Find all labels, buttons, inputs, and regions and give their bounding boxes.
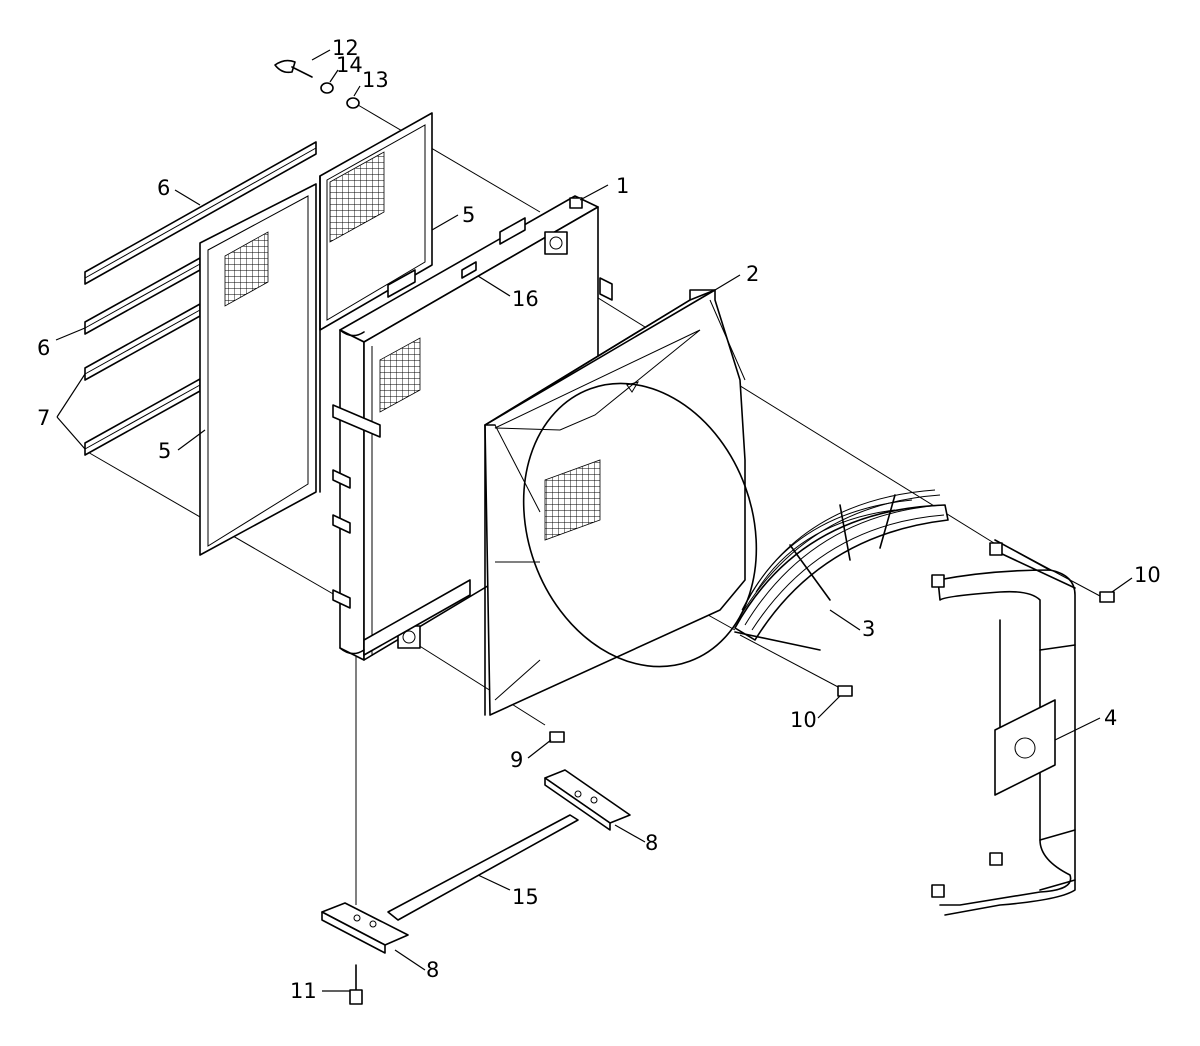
callout-1: 1: [616, 174, 629, 198]
callout-3: 3: [862, 617, 875, 641]
callout-8-upper: 8: [645, 831, 658, 855]
callout-2: 2: [746, 262, 759, 286]
part-3-fan-guard: [734, 489, 949, 651]
callout-8-lower: 8: [426, 958, 439, 982]
callout-7: 7: [37, 406, 50, 430]
callout-6-upper: 6: [157, 176, 170, 200]
callout-5-front: 5: [158, 439, 171, 463]
part-6-strip-upper: [84, 141, 317, 285]
callout-10-center: 10: [790, 708, 817, 732]
part-14-washer: [320, 82, 334, 94]
callout-14: 14: [336, 53, 363, 77]
part-12-wing-bolt: [274, 59, 313, 78]
callout-5-rear: 5: [462, 203, 475, 227]
callout-15: 15: [512, 885, 539, 909]
callout-9: 9: [510, 748, 523, 772]
part-2-fan-shroud: [484, 289, 758, 716]
callout-4: 4: [1104, 706, 1117, 730]
part-11-bolt: [349, 964, 363, 1005]
callout-6-lower: 6: [37, 336, 50, 360]
callout-12: 12: [332, 36, 359, 60]
part-10-bolt-center: [837, 685, 853, 697]
callout-13: 13: [362, 68, 389, 92]
part-16-pad: [461, 261, 477, 279]
callout-labels: 1 2 3 4 5 5 6 6 7 8 8 9 10 10 11 12 13 1…: [37, 36, 1161, 1003]
callout-10-right: 10: [1134, 563, 1161, 587]
part-7-strip-lower: [84, 378, 201, 456]
part-8-stay-lower: [321, 902, 409, 954]
callout-11: 11: [290, 979, 317, 1003]
part-9-bolt: [549, 731, 565, 743]
part-15-rod: [387, 814, 579, 921]
part-4-guard-frame: [931, 539, 1076, 916]
part-13-washer: [346, 97, 360, 109]
callout-16: 16: [512, 287, 539, 311]
part-10-bolt-right: [1099, 591, 1115, 603]
part-5-screen-front: [199, 183, 317, 556]
part-8-stay-upper: [544, 769, 631, 831]
callout-leaders: [55, 49, 1133, 992]
